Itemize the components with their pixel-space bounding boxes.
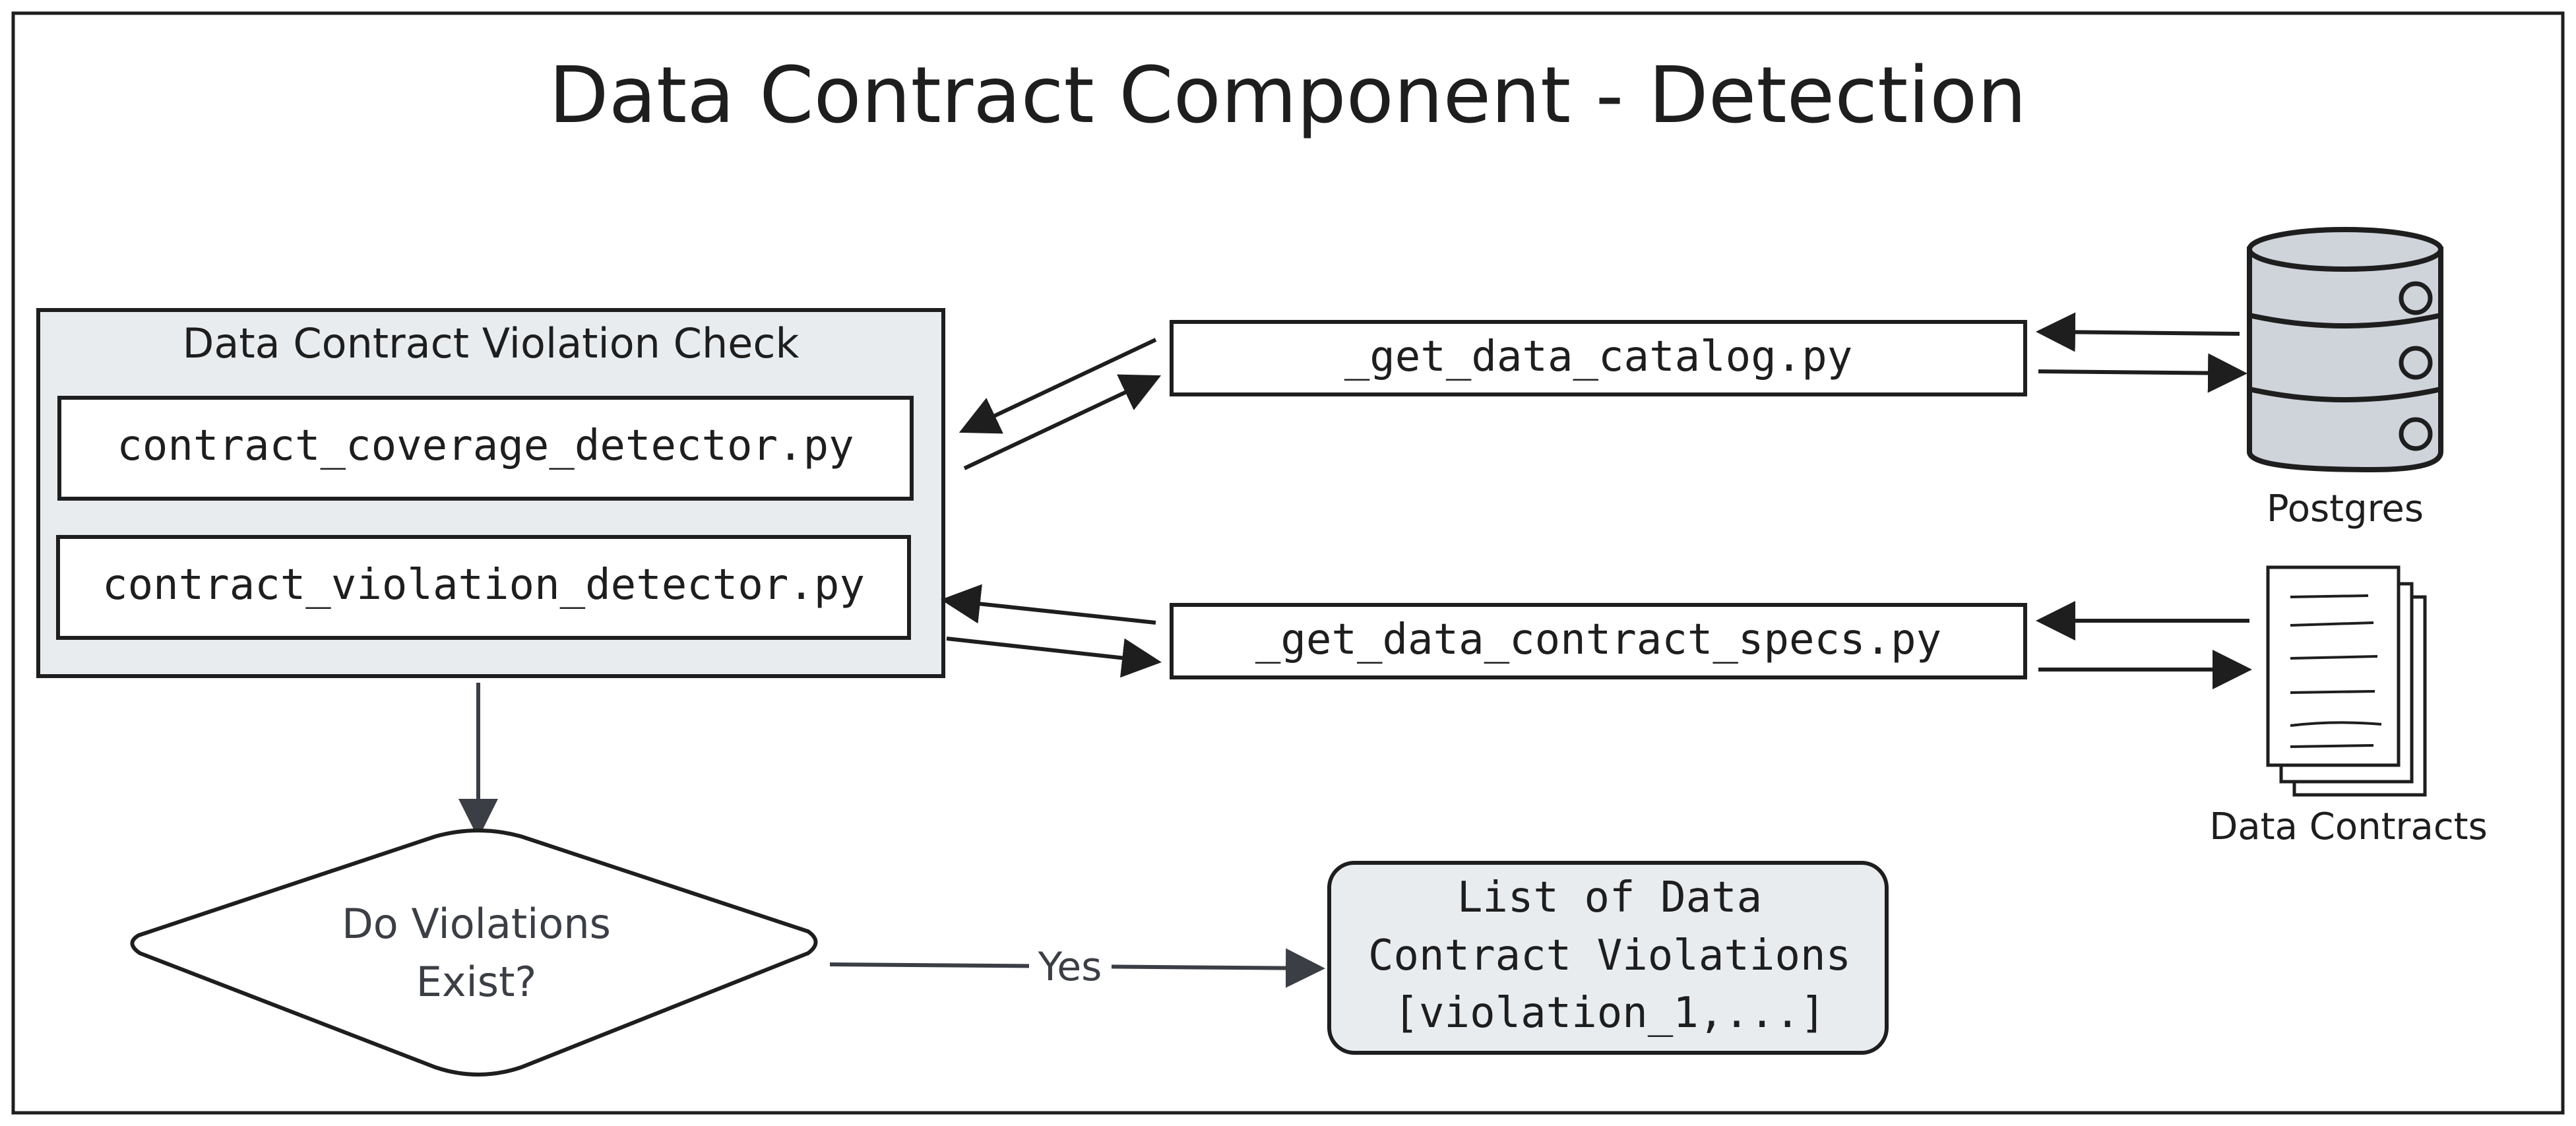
get-data-catalog-box[interactable]: _get_data_catalog.py <box>1170 320 2027 396</box>
result-line-3: [violation_1,...] <box>1393 989 1825 1038</box>
decision-diamond <box>130 829 818 1077</box>
documents-icon <box>2266 565 2427 797</box>
coverage-detector-module[interactable]: contract_coverage_detector.py <box>57 396 914 501</box>
get-data-contract-specs-label: _get_data_contract_specs.py <box>1255 615 1941 664</box>
arrow-check-to-catalog <box>963 374 1162 470</box>
violations-list-box[interactable]: List of Data Contract Violations [violat… <box>1327 861 1889 1055</box>
violations-decision[interactable]: Do Violations Exist? <box>130 829 818 1077</box>
database-icon <box>2247 227 2443 473</box>
yes-label-bg <box>1029 943 1112 989</box>
arrow-postgres-to-catalog <box>2036 312 2240 352</box>
arrow-check-to-specs <box>946 637 1162 678</box>
arrow-specs-to-check <box>941 584 1156 625</box>
get-data-catalog-label: _get_data_catalog.py <box>1344 332 1853 381</box>
result-line-1: List of Data <box>1457 873 1762 922</box>
diagram-title: Data Contract Component - Detection <box>549 49 2026 141</box>
decision-line-1: Do Violations <box>342 900 611 948</box>
result-line-2: Contract Violations <box>1368 931 1851 980</box>
arrow-catalog-to-postgres <box>2038 353 2247 393</box>
get-data-contract-specs-box[interactable]: _get_data_contract_specs.py <box>1170 603 2027 679</box>
violation-detector-label: contract_violation_detector.py <box>102 561 865 610</box>
data-contracts-label: Data Contracts <box>2209 805 2488 848</box>
yes-label: Yes <box>1038 944 1102 990</box>
violation-check-label: Data Contract Violation Check <box>183 319 800 367</box>
violation-detector-module[interactable]: contract_violation_detector.py <box>56 535 911 640</box>
violation-check-group[interactable]: Data Contract Violation Check contract_c… <box>36 308 945 678</box>
arrow-catalog-to-check <box>958 338 1157 434</box>
decision-line-2: Exist? <box>416 958 537 1006</box>
postgres-label: Postgres <box>2267 487 2424 530</box>
coverage-detector-label: contract_coverage_detector.py <box>117 422 854 470</box>
